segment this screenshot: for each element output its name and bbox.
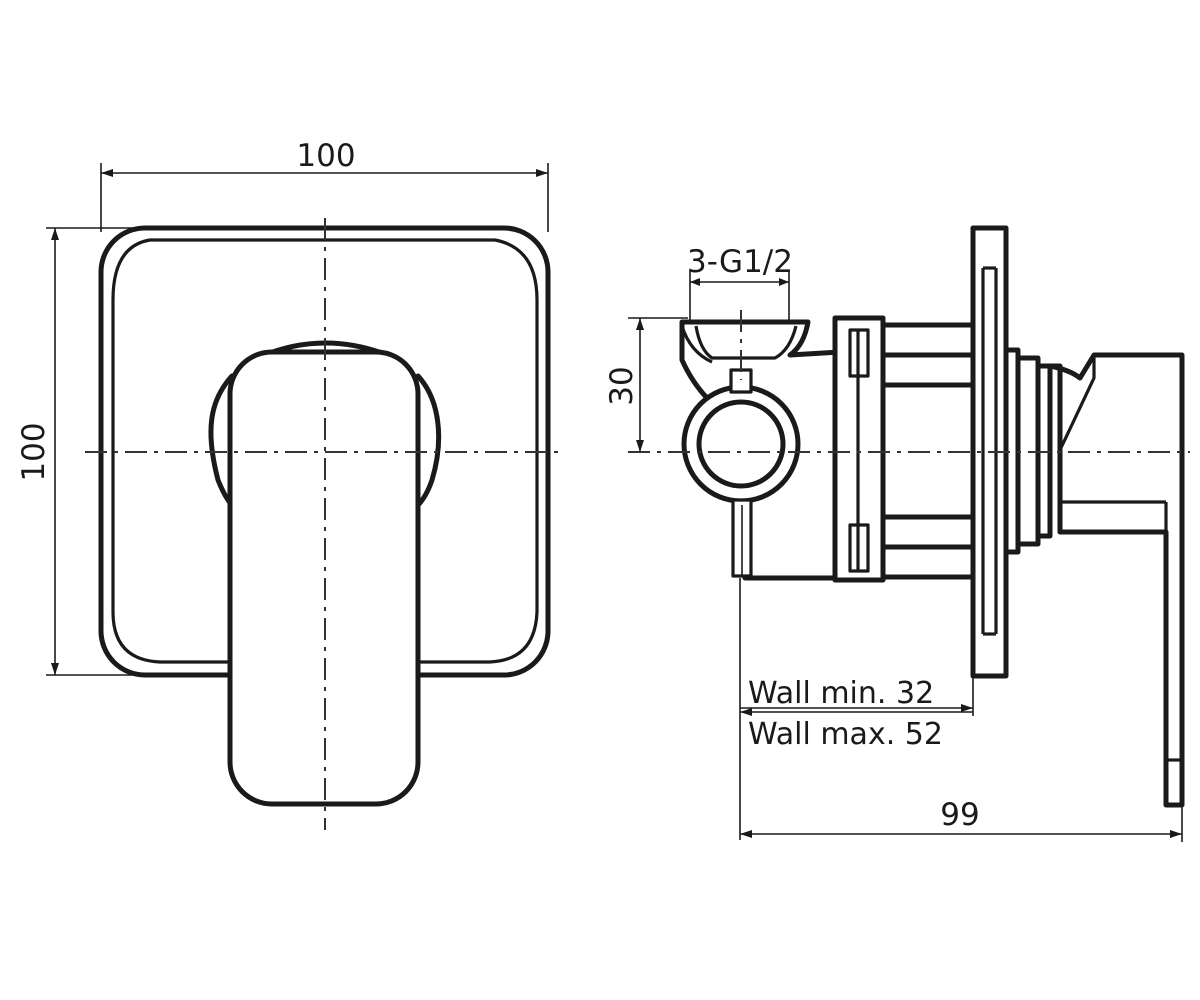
- inlet-height-label: 30: [604, 366, 640, 405]
- front-height-label: 100: [16, 422, 52, 481]
- valve-body: [679, 315, 976, 583]
- front-view: 100 100: [16, 138, 565, 830]
- depth-label: 99: [940, 797, 979, 833]
- lever-side-profile: [1047, 352, 1185, 808]
- thread-label: 3-G1/2: [687, 244, 793, 280]
- wall-thickness-dimensions: Wall min. 32 Wall max. 52: [739, 578, 974, 840]
- depth-dimension: 99: [740, 797, 1183, 842]
- thread-dimension: 3-G1/2: [687, 244, 793, 322]
- front-width-label: 100: [296, 138, 355, 174]
- side-view: 3-G1/2 30: [604, 225, 1190, 842]
- lever-side-edge: [1058, 355, 1096, 451]
- front-height-dimension: 100: [16, 228, 59, 675]
- wall-max-label: Wall max. 52: [748, 717, 943, 752]
- front-width-dimension: 100: [101, 138, 548, 177]
- inlet-height-dimension: 30: [604, 317, 688, 452]
- wall-min-label: Wall min. 32: [748, 676, 934, 711]
